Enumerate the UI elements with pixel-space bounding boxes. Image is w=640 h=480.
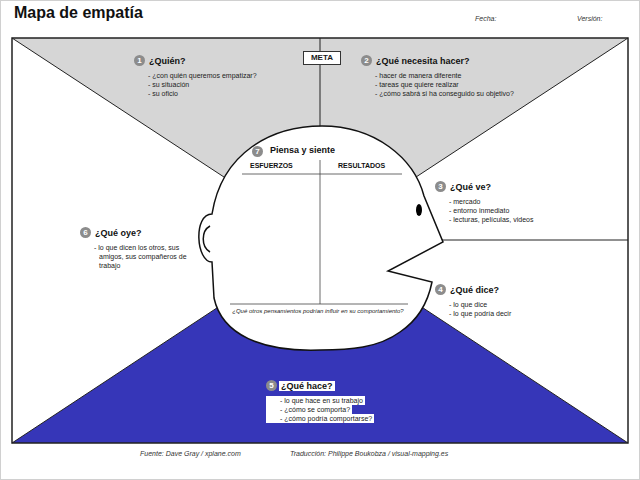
quadrant-region: 2 ¿Qué necesita hacer? - hacer de manera d… xyxy=(361,51,514,98)
credit-text: Traducción: Philippe Boukobza / visual-m… xyxy=(290,450,448,457)
ear-line xyxy=(203,226,210,252)
prompt-text: - tareas que quiere realizar xyxy=(361,80,514,89)
quadrant-region: 5¿Qué hace?- lo que hace en su trabajo- … xyxy=(266,376,374,423)
column-heading: RESULTADOS xyxy=(338,162,385,169)
prompt-text: - mercado xyxy=(435,197,533,206)
goal-box: META xyxy=(303,51,341,65)
eye-dot xyxy=(416,204,422,216)
prompt-text: - ¿cómo podría comportarse? xyxy=(266,414,374,423)
section-heading: ¿Qué oye? xyxy=(95,228,142,238)
section-heading: ¿Qué necesita hacer? xyxy=(376,56,470,66)
callout-number: 2 xyxy=(361,55,372,66)
quadrant-region: 6 ¿Qué oye? - lo que dicen los otros, sus … xyxy=(80,223,191,270)
prompt-text: - ¿cómo sabrá si ha conseguido su objeti… xyxy=(361,89,514,98)
column-rule xyxy=(320,160,321,304)
column-rule xyxy=(242,174,402,175)
section-heading: ¿Qué dice? xyxy=(450,285,499,295)
quadrant-region: 4 ¿Qué dice? - lo que dice- lo que podría … xyxy=(435,280,511,318)
column-rule xyxy=(230,304,408,305)
map-border xyxy=(12,38,628,443)
callout-number: 4 xyxy=(435,284,446,295)
prompt-text: ¿Qué otros pensamientos podrían influir … xyxy=(232,308,403,314)
form-field-label: Versión: xyxy=(577,15,602,22)
credit-text: Fuente: Dave Gray / xplane.com xyxy=(140,450,241,457)
form-field-label: Fecha: xyxy=(475,15,496,22)
goal-label: META xyxy=(311,53,333,62)
prompt-text: - lo que hace en su trabajo xyxy=(266,396,365,405)
section-heading: ¿Qué ve? xyxy=(450,182,491,192)
head-shape: 7 Piensa y sienteESFUERZOS RESULTADOS ¿Qué … xyxy=(190,120,450,355)
quadrant-region: 3 ¿Qué ve? - mercado- entorno inmediato- l… xyxy=(435,177,533,224)
map-title: Mapa de empatía xyxy=(14,4,143,22)
section-heading: ¿Qué hace? xyxy=(279,381,335,391)
callout-number: 1 xyxy=(134,55,145,66)
section-heading: ¿Quién? xyxy=(149,56,186,66)
prompt-text: - su oficio xyxy=(134,89,257,98)
callout-number: 7 xyxy=(252,146,263,157)
prompt-text: - lo que podría decir xyxy=(435,309,511,318)
prompt-text: - su situación xyxy=(134,80,257,89)
callout-number: 3 xyxy=(435,181,446,192)
prompt-text: - lo que dice xyxy=(435,300,511,309)
column-heading: ESFUERZOS xyxy=(250,162,293,169)
callout-number: 5 xyxy=(266,380,277,391)
prompt-text: - lo que dicen los otros, sus amigos, su… xyxy=(80,243,191,270)
quadrant-region: 1 ¿Quién? - ¿con quién queremos empatizar?… xyxy=(134,51,257,98)
prompt-text: - entorno inmediato xyxy=(435,206,533,215)
prompt-text: - ¿con quién queremos empatizar? xyxy=(134,71,257,80)
callout-number: 6 xyxy=(80,227,91,238)
prompt-text: - hacer de manera diferente xyxy=(361,71,514,80)
prompt-text: - ¿cómo se comporta? xyxy=(266,405,352,414)
head-silhouette xyxy=(199,126,443,350)
section-heading: Piensa y siente xyxy=(270,145,335,155)
head-outline xyxy=(190,120,450,355)
prompt-text: - lecturas, películas, videos xyxy=(435,215,533,224)
